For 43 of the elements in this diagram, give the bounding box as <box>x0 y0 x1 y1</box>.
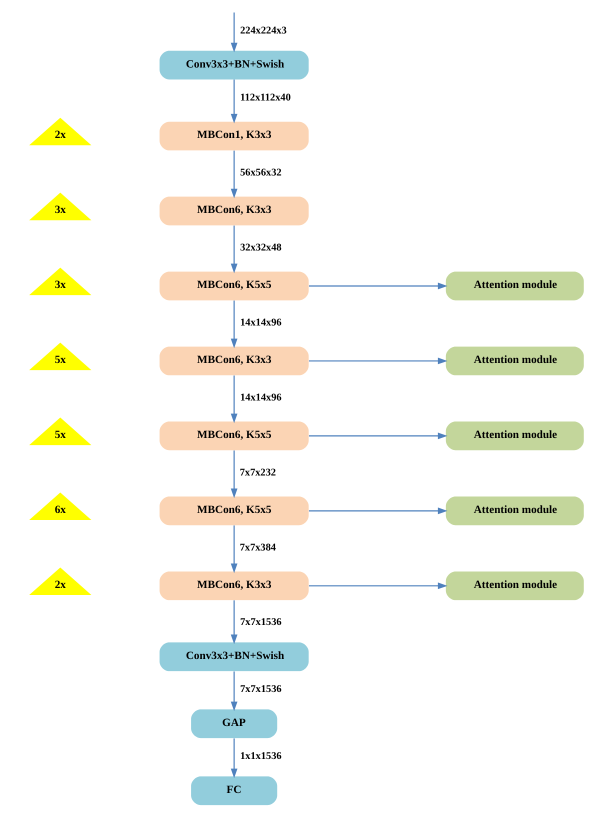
arrow <box>230 226 238 274</box>
node-box: Attention module <box>446 346 584 376</box>
arrow <box>230 376 238 424</box>
edge-label: 7x7x1536 <box>240 617 282 628</box>
edge-label: 1x1x1536 <box>240 751 282 762</box>
node-box: Conv3x3+BN+Swish <box>160 642 309 672</box>
edge-label: 7x7x384 <box>240 542 276 554</box>
arrow <box>230 80 238 124</box>
node-box: MBCon6, K3x3 <box>160 571 309 600</box>
node-box: MBCon1, K3x3 <box>160 122 309 150</box>
arrow <box>230 300 238 348</box>
node-box: MBCon6, K3x3 <box>160 346 309 376</box>
node-box: Attention module <box>446 272 584 300</box>
arrow <box>230 12 238 52</box>
node-box: MBCon6, K3x3 <box>160 196 309 226</box>
arrow <box>230 525 238 574</box>
node-box: MBCon6, K5x5 <box>160 496 309 526</box>
node-box: FC <box>191 776 278 806</box>
edge-label: 56x56x32 <box>240 167 282 178</box>
arrow <box>308 582 448 590</box>
node-box: Conv3x3+BN+Swish <box>160 50 309 80</box>
edge-label: 112x112x40 <box>240 92 291 104</box>
node-box: Attention module <box>446 571 584 600</box>
edge-label: 14x14x96 <box>240 392 282 404</box>
node-box: MBCon6, K5x5 <box>160 272 309 300</box>
arrow <box>230 150 238 198</box>
arrow <box>308 508 448 514</box>
arrow <box>308 432 448 440</box>
node-box: GAP <box>191 709 278 738</box>
node-box: MBCon6, K5x5 <box>160 422 309 450</box>
edge-label: 7x7x1536 <box>240 684 282 696</box>
arrow <box>308 358 448 364</box>
edge-label: 14x14x96 <box>240 317 282 328</box>
arrow <box>230 600 238 644</box>
arrow <box>230 738 238 778</box>
node-box: Attention module <box>446 422 584 450</box>
arrow <box>230 450 238 498</box>
node-box: Attention module <box>446 496 584 526</box>
edge-label: 32x32x48 <box>240 242 282 254</box>
arrow <box>308 282 448 290</box>
edge-label: 224x224x3 <box>240 26 287 37</box>
arrow <box>230 671 238 712</box>
edge-label: 7x7x232 <box>240 467 276 478</box>
